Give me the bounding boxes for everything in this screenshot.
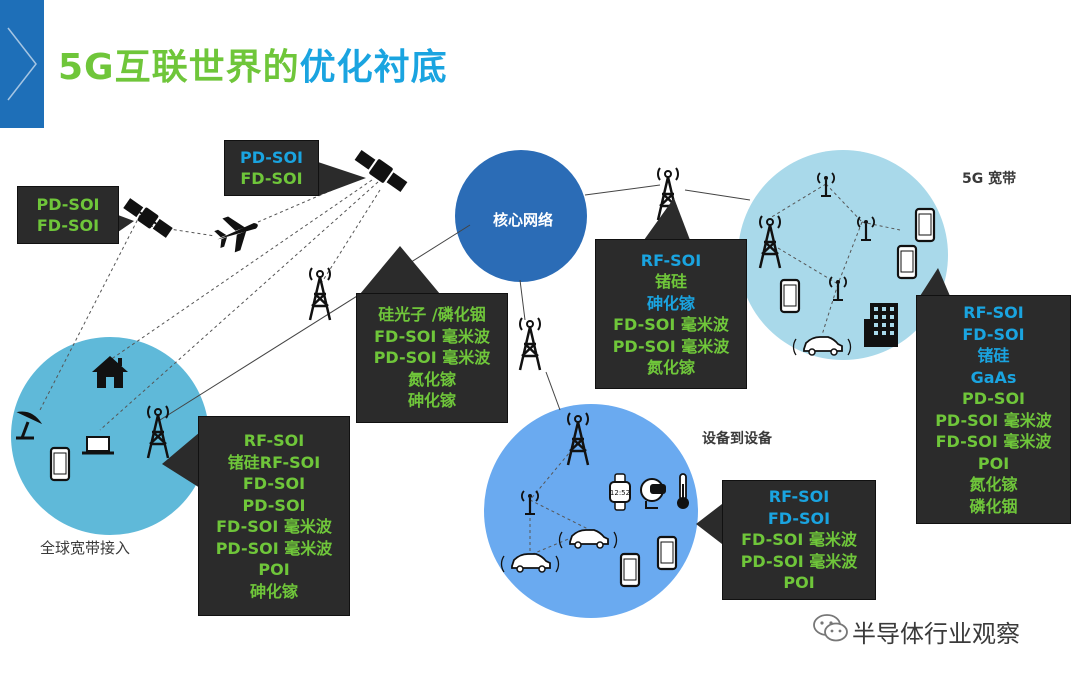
callout-line: PD-SOI xyxy=(239,147,304,167)
callout-line: FD-SOI 毫米波 xyxy=(216,517,332,536)
smartwatch-icon: 12:52 xyxy=(609,473,631,511)
callout-line: 锗硅RF-SOI xyxy=(227,452,321,472)
callout-line: 硅光子 /磷化铟 xyxy=(378,305,486,325)
house-icon xyxy=(92,356,128,388)
phone-icon xyxy=(896,244,918,280)
callout-line: 氮化镓 xyxy=(407,369,456,389)
callout-line: PD-SOI 毫米波 xyxy=(612,336,730,356)
wechat-icon xyxy=(813,614,848,642)
callout-line: POI xyxy=(977,453,1010,473)
callout-line: PD-SOI 毫米波 xyxy=(935,410,1052,430)
callout-global-access: RF-SOI 锗硅RF-SOI FD-SOI PD-SOI FD-SOI 毫米波 PD-S… xyxy=(198,416,350,616)
callout-satellite-top: PD-SOI FD-SOI xyxy=(224,140,319,196)
callout-line: PD-SOI 毫米波 xyxy=(215,538,333,558)
device-to-device-label: 设备到设备 xyxy=(702,431,772,447)
core-network-label: 核心网络 xyxy=(493,211,554,229)
callout-line: FD-SOI xyxy=(242,474,306,493)
cell-tower-icon xyxy=(828,275,848,302)
callout-line: FD-SOI xyxy=(240,169,303,188)
watch-time: 12:52 xyxy=(610,489,630,497)
callout-line: 砷化镓 xyxy=(249,581,298,601)
building-icon xyxy=(864,303,898,347)
car-icon xyxy=(500,553,560,573)
device-to-device-circle xyxy=(484,404,698,618)
phone-icon xyxy=(656,535,678,571)
callout-line: 锗硅 xyxy=(654,272,687,291)
callout-line: RF-SOI xyxy=(640,250,702,270)
cell-tower-icon xyxy=(146,404,170,460)
callout-line: RF-SOI xyxy=(963,303,1024,322)
header-accent-bar xyxy=(0,0,44,128)
cell-tower-icon xyxy=(566,411,590,467)
callout-line: PD-SOI xyxy=(242,495,306,515)
cell-tower-icon xyxy=(308,266,332,322)
car-icon xyxy=(558,529,618,549)
callout-line: RF-SOI xyxy=(243,431,305,450)
car-icon xyxy=(792,336,852,356)
callout-line: 磷化铟 xyxy=(969,496,1018,516)
callout-line: FD-SOI xyxy=(767,508,831,528)
title-part1: 5G互联世界的 xyxy=(58,47,300,88)
callout-line: FD-SOI 毫米波 xyxy=(741,530,857,550)
callout-line: FD-SOI 毫米波 xyxy=(374,326,490,346)
callout-line: PD-SOI 毫米波 xyxy=(740,551,858,571)
thermometer-icon xyxy=(677,473,689,509)
callout-line: POI xyxy=(258,560,290,579)
callout-tower-mid: RF-SOI 锗硅砷化镓 FD-SOI 毫米波 PD-SOI 毫米波氮化镓 xyxy=(595,239,747,389)
callout-line: PD-SOI 毫米波 xyxy=(373,348,491,368)
broadband-5g-label: 5G 宽带 xyxy=(962,171,1017,187)
callout-line: PD-SOI xyxy=(36,194,100,214)
callout-line: 砷化镓 xyxy=(407,391,456,411)
title-part2: 优化衬底 xyxy=(299,47,448,88)
phone-icon xyxy=(914,207,936,243)
phone-icon xyxy=(779,278,801,314)
vr-headset-icon xyxy=(640,478,666,509)
chevron-right-icon xyxy=(7,27,37,101)
watermark-text: 半导体行业观察 xyxy=(852,620,1020,648)
phone-icon xyxy=(619,552,641,588)
callout-line: PD-SOI xyxy=(961,389,1026,408)
callout-line: 锗硅 xyxy=(977,346,1010,365)
callout-satellite-left: PD-SOI FD-SOI xyxy=(17,186,119,244)
satellite-dish-icon xyxy=(16,411,43,440)
cell-tower-icon xyxy=(816,171,836,198)
callout-line: 氮化镓 xyxy=(646,358,695,377)
cell-tower-icon xyxy=(758,214,782,270)
callout-line: GaAs xyxy=(970,367,1017,387)
callout-line: POI xyxy=(783,573,815,593)
callout-line: FD-SOI xyxy=(36,216,100,235)
cell-tower-icon xyxy=(518,316,542,372)
phone-icon xyxy=(49,446,71,482)
airplane-icon xyxy=(214,216,258,253)
satellite-icon xyxy=(123,198,173,238)
callout-line: 氮化镓 xyxy=(969,475,1018,494)
global-broadband-label: 全球宽带接入 xyxy=(40,539,131,557)
callout-line: FD-SOI xyxy=(962,324,1025,344)
page-title: 5G互联世界的优化衬底 xyxy=(58,38,448,90)
callout-line: FD-SOI 毫米波 xyxy=(613,315,729,334)
core-network-node xyxy=(455,150,587,282)
laptop-icon xyxy=(82,436,114,455)
callout-line: FD-SOI 毫米波 xyxy=(935,432,1052,451)
callout-line: 砷化镓 xyxy=(646,293,695,313)
satellite-icon xyxy=(354,150,408,192)
callout-line: RF-SOI xyxy=(768,487,830,507)
